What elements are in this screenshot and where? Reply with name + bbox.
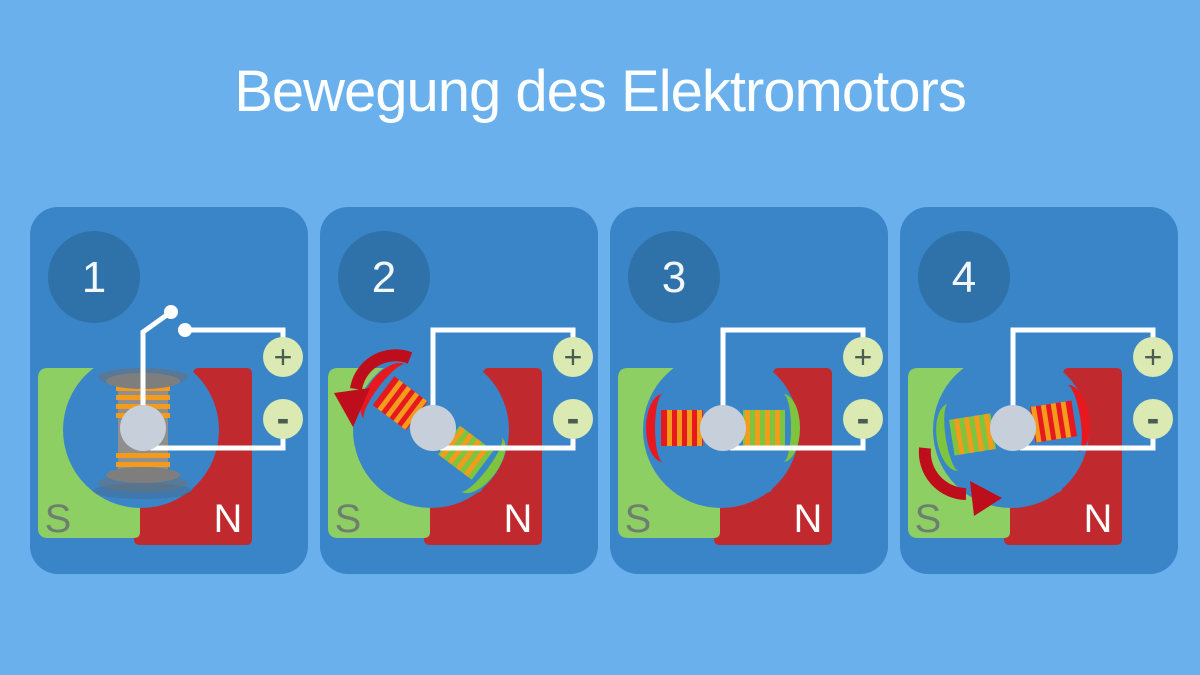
step-panel-4: 4 + - S N xyxy=(900,207,1178,574)
step-number: 1 xyxy=(82,253,106,302)
page-title: Bewegung des Elektromotors xyxy=(234,59,967,124)
rotor-axle xyxy=(990,405,1036,451)
step-panel-1: 1 + - S N xyxy=(30,207,308,574)
minus-terminal-label: - xyxy=(1147,398,1160,440)
minus-terminal-label: - xyxy=(567,398,580,440)
north-pole-label: N xyxy=(794,497,823,541)
rotor-axle xyxy=(700,405,746,451)
south-pole-label: S xyxy=(915,497,942,541)
plus-terminal-label: + xyxy=(1144,339,1163,375)
plus-terminal-label: + xyxy=(564,339,583,375)
north-pole-label: N xyxy=(1084,497,1113,541)
north-pole-label: N xyxy=(214,497,243,541)
minus-terminal-label: - xyxy=(277,398,290,440)
step-number: 4 xyxy=(952,253,976,302)
plus-terminal-label: + xyxy=(854,339,873,375)
minus-terminal-label: - xyxy=(857,398,870,440)
south-pole-label: S xyxy=(45,497,72,541)
step-number: 3 xyxy=(662,253,686,302)
plus-terminal-label: + xyxy=(274,339,293,375)
step-panel-3: 3 + - S N xyxy=(610,207,888,574)
south-pole-label: S xyxy=(335,497,362,541)
step-panel-2: 2 + - S N xyxy=(320,207,598,574)
south-pole-label: S xyxy=(625,497,652,541)
rotor-axle xyxy=(120,405,166,451)
north-pole-label: N xyxy=(504,497,533,541)
rotor-axle xyxy=(410,405,456,451)
step-number: 2 xyxy=(372,253,396,302)
motor-steps-row: 1 + - S N 2 + - S N 3 xyxy=(30,207,1178,574)
